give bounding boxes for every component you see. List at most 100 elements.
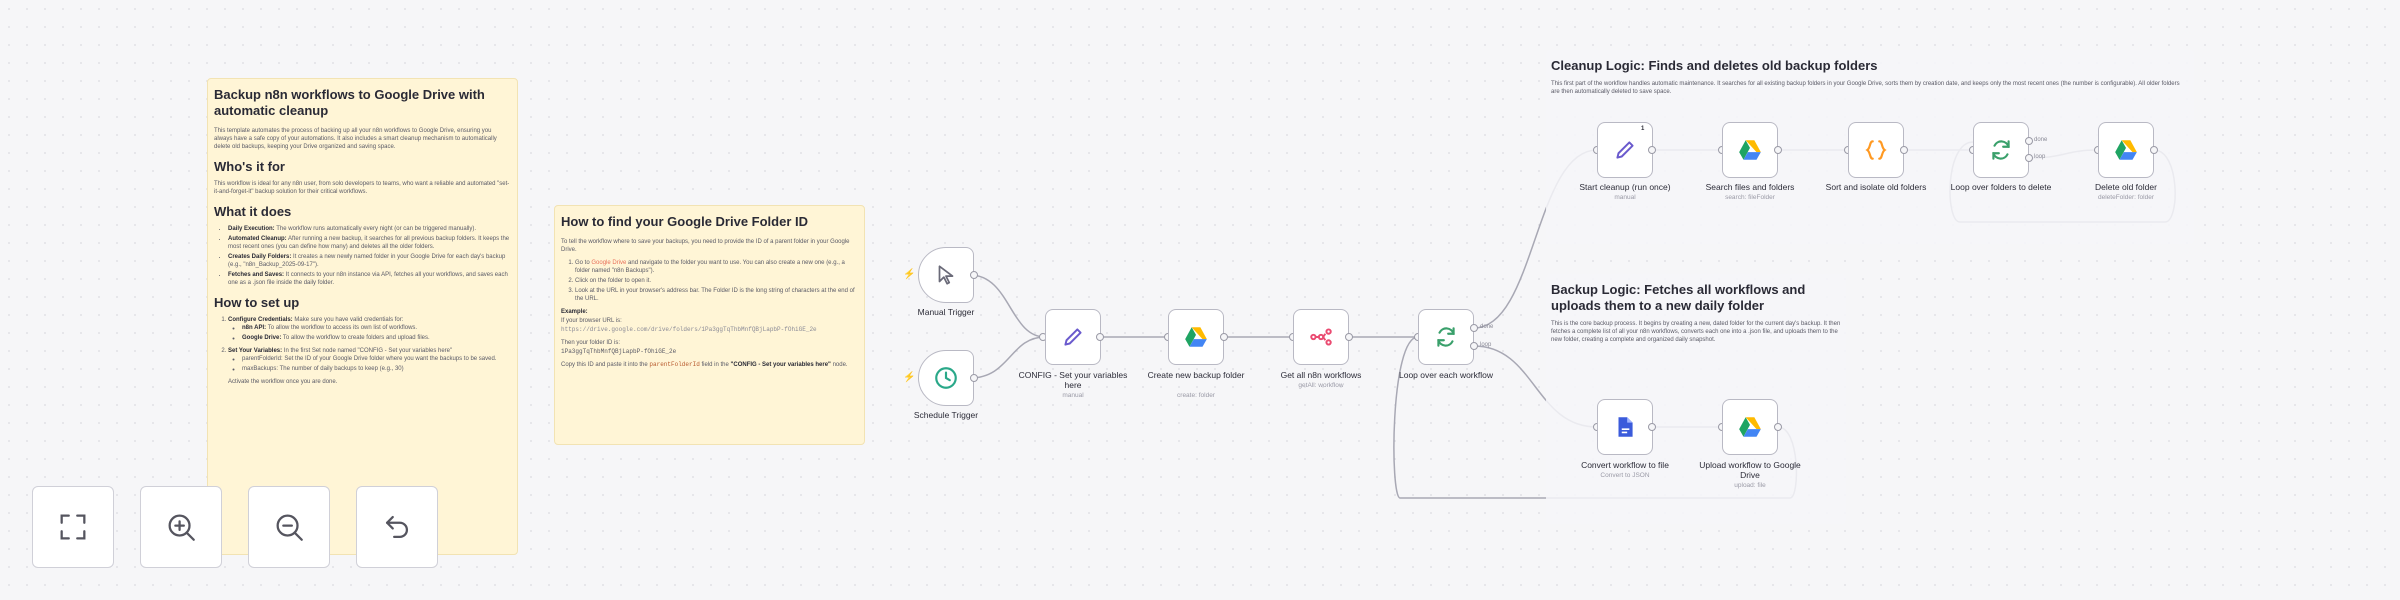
node-label: Loop over folders to delete: [1950, 182, 2052, 192]
pin-count: 1: [1641, 126, 1645, 132]
list-item: Go to Google Drive and navigate to the f…: [575, 259, 858, 275]
google-drive-icon: [1185, 327, 1207, 347]
list-item: Google Drive: To allow the workflow to c…: [242, 334, 511, 342]
output-port[interactable]: [1648, 146, 1656, 154]
output-port[interactable]: [2150, 146, 2158, 154]
node-subtitle: create: folder: [1177, 392, 1215, 399]
node-label: CONFIG - Set your variables here: [1018, 370, 1128, 390]
node-subtitle: manual: [1614, 194, 1636, 201]
node-get-workflows[interactable]: [1293, 309, 1349, 365]
node-loop-workflows[interactable]: [1418, 309, 1474, 365]
node-label: Sort and isolate old folders: [1825, 182, 1927, 192]
node-label: Convert workflow to file: [1581, 460, 1669, 470]
edge-schedule-config: [969, 336, 1046, 379]
note-result-line: Then your folder ID is:: [561, 340, 621, 346]
n8n-icon: [1310, 328, 1332, 346]
zoom-in-button[interactable]: [140, 486, 222, 568]
group-cleanup-text: This first part of the workflow handles …: [1551, 81, 2180, 95]
note-who-text: This workflow is ideal for any n8n user,…: [214, 181, 510, 195]
note-example-url: https://drive.google.com/drive/folders/1…: [561, 326, 817, 333]
trigger-bolt-icon: ⚡: [903, 269, 916, 280]
pencil-icon: [1064, 328, 1082, 346]
node-subtitle: deleteFolder: folder: [2097, 194, 2154, 201]
list-item: Fetches and Saves: It connects to your n…: [228, 271, 511, 287]
node-start-cleanup[interactable]: [1597, 122, 1653, 178]
output-port[interactable]: [1648, 423, 1656, 431]
google-drive-icon: [2115, 140, 2137, 160]
node-loop-delete[interactable]: [1973, 122, 2029, 178]
note-example-line: If your browser URL is:: [561, 318, 622, 324]
port-label-loop: loop: [1480, 342, 1492, 348]
group-backup-title: Backup Logic: Fetches all workflows and …: [1551, 282, 1806, 313]
note-folder-title: How to find your Google Drive Folder ID: [561, 214, 809, 229]
node-subtitle: upload: file: [1734, 482, 1766, 489]
output-port[interactable]: [1774, 423, 1782, 431]
output-port[interactable]: [970, 271, 978, 279]
port-label-loop: loop: [2034, 154, 2046, 160]
node-label: Manual Trigger: [917, 307, 975, 317]
node-manual-trigger[interactable]: [918, 247, 974, 303]
note-what-list: Daily Execution: The workflow runs autom…: [214, 225, 511, 287]
list-item: Automated Cleanup: After running a new b…: [228, 235, 511, 251]
output-port-loop[interactable]: [2025, 154, 2033, 162]
loop-icon: [1992, 140, 2010, 160]
output-port[interactable]: [1900, 146, 1908, 154]
output-port-loop[interactable]: [1470, 342, 1478, 350]
undo-button[interactable]: [356, 486, 438, 568]
node-label: Get all n8n workflows: [1280, 370, 1362, 380]
note-main-intro: This template automates the process of b…: [214, 128, 497, 150]
output-port-done[interactable]: [1470, 324, 1478, 332]
sticky-note-folder-id[interactable]: How to find your Google Drive Folder ID …: [554, 205, 865, 445]
note-setup-list: Configure Credentials: Make sure you hav…: [214, 316, 511, 373]
node-upload[interactable]: [1722, 399, 1778, 455]
node-sort-isolate[interactable]: [1848, 122, 1904, 178]
clock-icon: [935, 367, 957, 389]
node-schedule-trigger[interactable]: [918, 350, 974, 406]
output-port[interactable]: [1220, 333, 1228, 341]
list-item: Daily Execution: The workflow runs autom…: [228, 225, 511, 233]
loop-icon: [1437, 327, 1455, 347]
sticky-note-main[interactable]: Backup n8n workflows to Google Drive wit…: [207, 78, 518, 555]
node-label: Delete old folder: [2095, 182, 2157, 192]
node-subtitle: Convert to JSON: [1600, 472, 1650, 479]
fit-view-icon: [60, 514, 86, 540]
list-item: Click on the folder to open it.: [575, 277, 858, 285]
list-item: Look at the URL in your browser's addres…: [575, 287, 858, 303]
list-item: Configure Credentials: Make sure you hav…: [228, 316, 511, 342]
fit-view-button[interactable]: [32, 486, 114, 568]
note-setup-extra: Activate the workflow once you are done.: [228, 379, 338, 385]
list-item: Creates Daily Folders: It creates a new …: [228, 253, 511, 269]
note-result-id: 1Pa3ggTqThbMnfQBjLapbP-fOhiGE_2e: [561, 348, 677, 355]
node-create-folder[interactable]: [1168, 309, 1224, 365]
google-drive-link[interactable]: Google Drive: [591, 260, 627, 266]
node-subtitle: search: fileFolder: [1725, 194, 1775, 201]
output-port-done[interactable]: [2025, 137, 2033, 145]
output-port[interactable]: [1345, 333, 1353, 341]
node-label: Search files and folders: [1705, 182, 1795, 192]
output-port[interactable]: [970, 374, 978, 382]
note-main-title: Backup n8n workflows to Google Drive wit…: [214, 87, 485, 118]
file-icon: [1618, 417, 1633, 437]
node-search-folders[interactable]: [1722, 122, 1778, 178]
output-port[interactable]: [1096, 333, 1104, 341]
note-setup-title: How to set up: [214, 295, 300, 310]
group-backup-text: This is the core backup process. It begi…: [1551, 321, 1841, 343]
node-delete-folder[interactable]: [2098, 122, 2154, 178]
node-config[interactable]: [1045, 309, 1101, 365]
node-convert[interactable]: [1597, 399, 1653, 455]
port-label-done: done: [1480, 324, 1494, 330]
node-label: Loop over each workflow: [1398, 370, 1494, 380]
list-item: parentFolderId: Set the ID of your Googl…: [242, 355, 511, 363]
cursor-icon: [938, 265, 954, 285]
google-drive-icon: [1739, 140, 1761, 160]
zoom-out-button[interactable]: [248, 486, 330, 568]
undo-icon: [385, 515, 408, 539]
group-backup[interactable]: Backup Logic: Fetches all workflows and …: [1546, 274, 1846, 524]
edge-manual-config: [969, 274, 1046, 338]
code-icon: [1865, 140, 1887, 160]
zoom-in-icon: [168, 514, 195, 541]
output-port[interactable]: [1774, 146, 1782, 154]
note-copy-instruction: Copy this ID and paste it into the paren…: [561, 361, 848, 368]
list-item: n8n API: To allow the workflow to access…: [242, 324, 511, 332]
